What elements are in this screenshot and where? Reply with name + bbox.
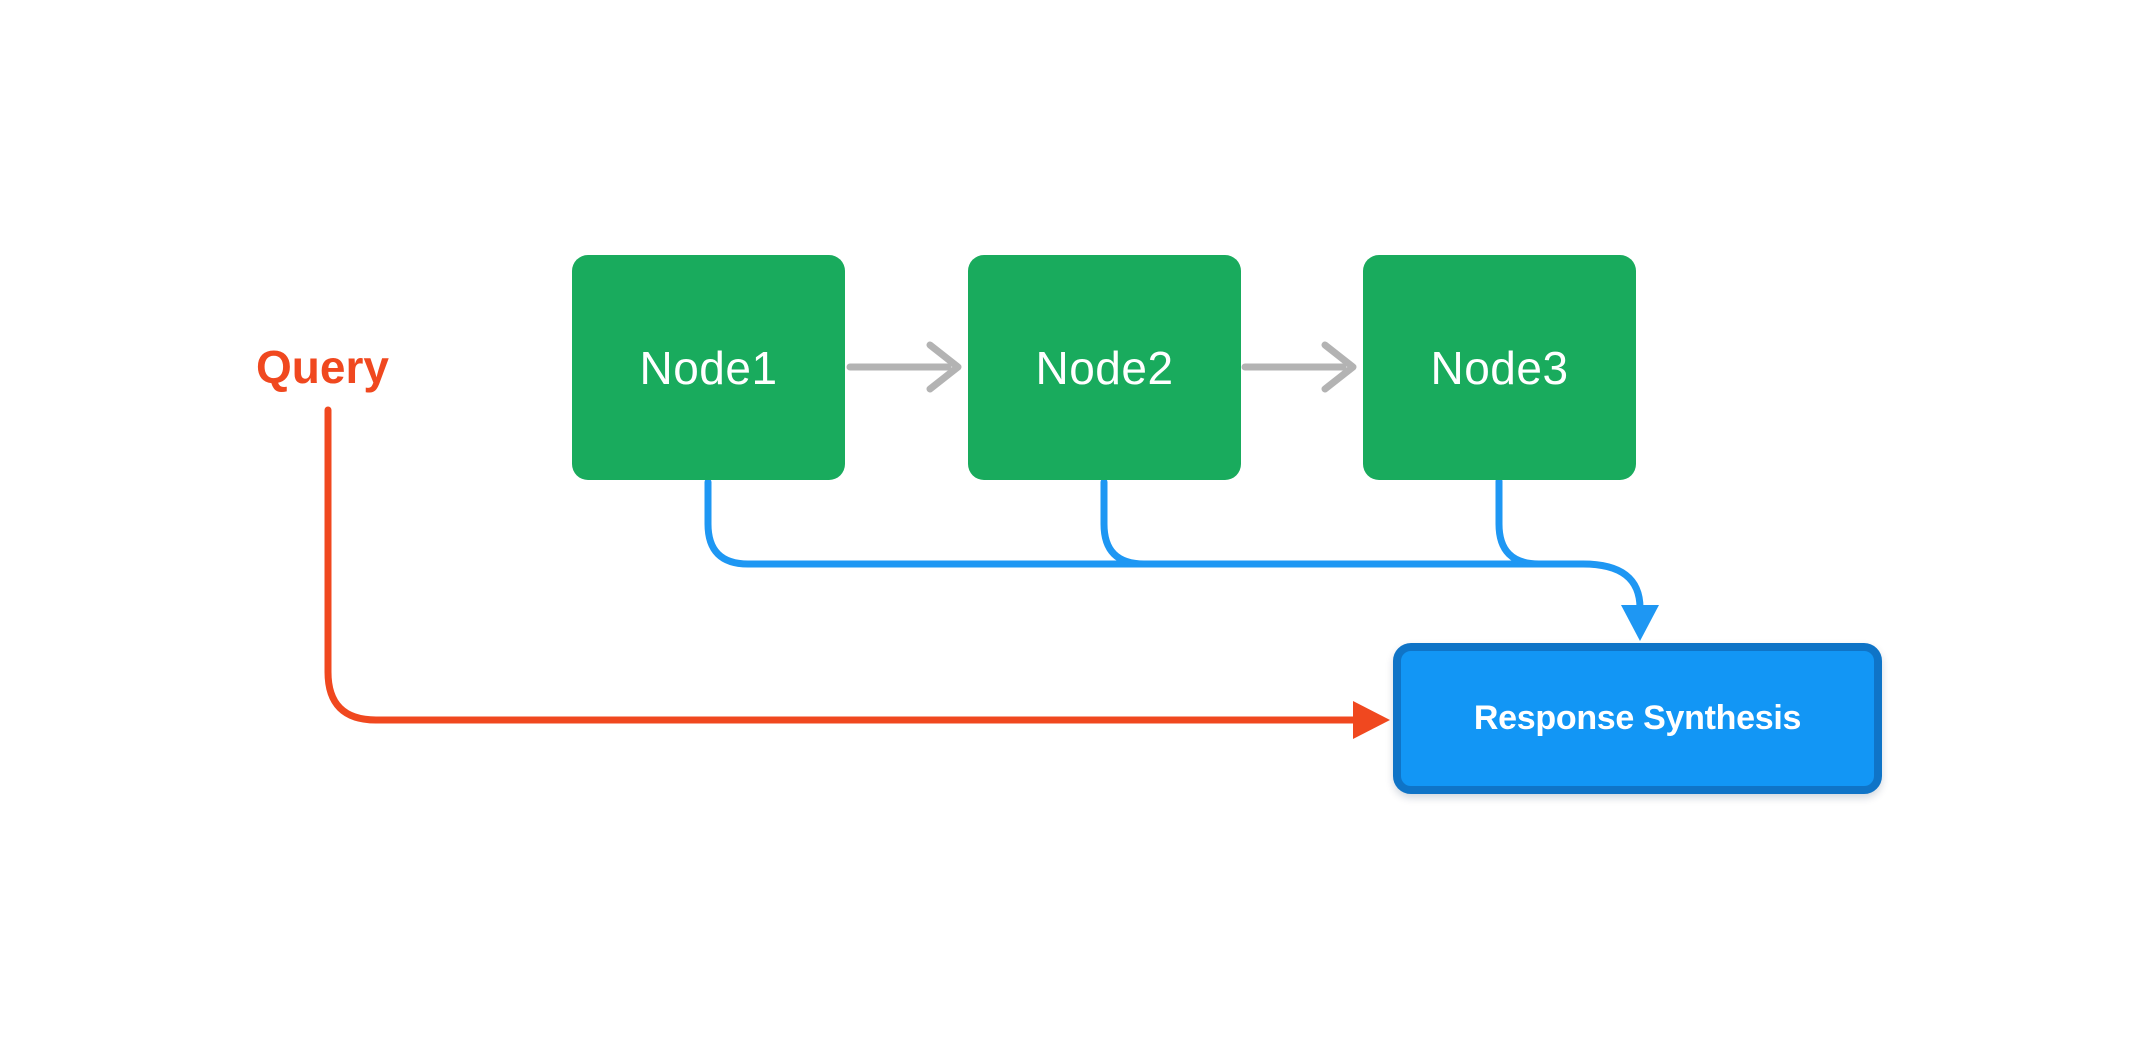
- node-label: Node3: [1430, 341, 1569, 394]
- blue-connector-main-path: [704, 478, 1644, 612]
- query-label: Query: [256, 341, 389, 393]
- node-box-1: Node1: [572, 255, 845, 480]
- node-label: Node2: [1035, 341, 1174, 394]
- gray-arrow-node2-to-node3: [1241, 341, 1357, 393]
- gray-arrow-node1-to-node2: [846, 341, 962, 393]
- node-box-2: Node2: [968, 255, 1241, 480]
- node-label: Node1: [639, 341, 778, 394]
- blue-connector-nodes-to-response: [704, 477, 1659, 641]
- response-synthesis-label: Response Synthesis: [1473, 699, 1802, 737]
- gray-arrowhead-icon: [1321, 341, 1357, 393]
- response-synthesis-box: Response Synthesis: [1393, 643, 1882, 794]
- node-box-3: Node3: [1363, 255, 1636, 480]
- red-arrowhead-icon: [1353, 701, 1390, 739]
- blue-connector-node3-branch: [1495, 477, 1543, 568]
- blue-arrowhead-icon: [1621, 605, 1659, 641]
- gray-arrowhead-icon: [926, 341, 962, 393]
- blue-connector-node2-branch: [1100, 478, 1148, 568]
